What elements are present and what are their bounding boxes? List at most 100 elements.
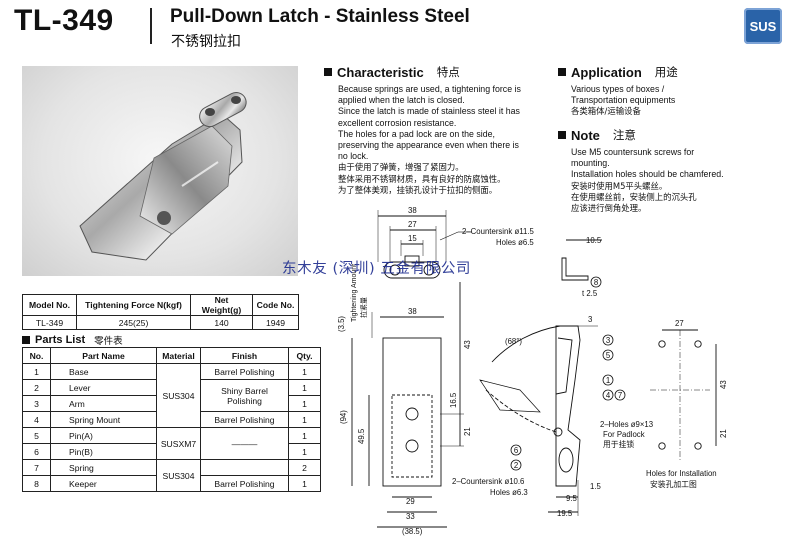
balloon-label: 1 — [606, 376, 610, 385]
balloon-5 — [602, 349, 614, 361]
base-hidden-outline — [391, 394, 433, 478]
dim-text: 9.5 — [566, 494, 578, 503]
characteristic-title: Characteristic — [337, 64, 424, 80]
text-line: Various types of boxes / — [571, 84, 665, 94]
arm-swing-path — [485, 389, 557, 433]
balloon-2 — [510, 459, 522, 471]
text-line: mounting. — [571, 158, 610, 169]
balloon-4 — [602, 389, 614, 401]
latch-photo-illustration — [79, 91, 247, 261]
text-line-cn: 安装时使用M5平头螺丝。 — [571, 180, 668, 191]
dim-text: (68°) — [505, 337, 522, 346]
sus-badge: SUS — [744, 8, 782, 44]
text-line: Transportation equipments — [571, 95, 676, 106]
dim-text: 10.5 — [586, 236, 602, 245]
balloon-label: 4 — [606, 391, 611, 400]
watermark: 东木友 (深圳) 五金有限公司 — [282, 261, 472, 277]
characteristic-text: Because springs are used, a tightening f… — [338, 84, 548, 196]
text-line: Since the latch is made of stainless ste… — [338, 106, 520, 117]
balloon-label: 2 — [514, 461, 518, 470]
dim-text: Tightening Amount — [351, 264, 358, 322]
model-number: TL-349 — [14, 4, 114, 37]
text-line: applied when the latch is closed. — [338, 95, 465, 106]
balloon-6 — [510, 444, 522, 456]
balloon-label: 6 — [514, 446, 518, 455]
dim-text: 49.5 — [357, 428, 366, 444]
install-holes-label-cn: 安装孔加工图 — [650, 479, 697, 489]
balloon-label: 3 — [606, 336, 610, 345]
table-row: 5 Pin(A) SUSXM7 ——— 1 — [22, 427, 321, 460]
balloon-label: 7 — [618, 391, 622, 400]
note-title: Note — [571, 127, 600, 143]
angle-arc-68 — [491, 325, 561, 363]
table-cell: Keeper — [50, 475, 157, 492]
dim-text: 43 — [719, 380, 728, 389]
lever-side-profile — [555, 337, 573, 395]
dim-text: 21 — [719, 429, 728, 438]
table-header: Code No. — [252, 294, 299, 316]
text-line: Use M5 countersunk screws for — [571, 147, 695, 157]
dim-text: 16.5 — [449, 392, 458, 408]
dim-text: 29 — [406, 497, 415, 506]
dim-text: 19.5 — [557, 509, 573, 518]
dim-text: (94) — [339, 410, 348, 424]
install-hole — [694, 442, 702, 450]
bullet-square-icon — [558, 131, 566, 139]
table-row: 3 Arm 1 — [22, 395, 321, 412]
install-hole — [658, 442, 666, 450]
dim-text: 2–Countersink ø11.5 — [462, 227, 534, 236]
finish-cell: Shiny Barrel Polishing — [200, 379, 289, 412]
text-line-cn: 在使用螺丝前，安装侧上的沉头孔 — [571, 191, 697, 202]
padlock-slot — [558, 447, 574, 473]
dim-text: 15 — [408, 234, 417, 243]
header-divider — [150, 8, 152, 44]
finish-line: Polishing — [227, 395, 262, 406]
bullet-square-icon — [558, 68, 566, 76]
dim-text: 2–Holes ø9×13 — [600, 420, 653, 429]
parts-heading: Parts List 零件表 — [22, 333, 123, 347]
dim-text: 27 — [408, 220, 417, 229]
keeper-hook-top — [404, 255, 420, 267]
table-cell: 1949 — [252, 315, 299, 330]
material-cell: SUS304 — [156, 459, 201, 492]
bullet-square-icon — [324, 68, 332, 76]
table-row: TL-349 245(25) 140 1949 — [22, 315, 299, 330]
text-line-cn: 为了整体美观，挂锁孔设计于拉扣的侧面。 — [338, 184, 498, 195]
table-row: 1 Base SUS304 Barrel Polishing 1 — [22, 363, 321, 428]
install-hole — [658, 340, 666, 348]
application-heading: Application 用途 — [558, 64, 678, 80]
table-row: 6 Pin(B) 1 — [22, 443, 321, 460]
dim-text: t 2.5 — [582, 289, 598, 298]
characteristic-title-cn: 特点 — [436, 65, 460, 79]
balloon-1 — [602, 374, 614, 386]
text-line: Installation holes should be chamfered. — [571, 169, 724, 180]
note-title-cn: 注意 — [612, 128, 636, 142]
front-hole-upper — [405, 407, 419, 421]
dim-text: (38.5) — [402, 527, 423, 536]
table-row: 4 Spring Mount Barrel Polishing 1 — [22, 411, 321, 428]
balloon-label: 5 — [606, 351, 611, 360]
dim-text: Holes ø6.3 — [490, 488, 528, 497]
finish-cell: Barrel Polishing — [200, 475, 289, 492]
application-title-cn: 用途 — [654, 65, 678, 79]
text-line: The holes for a pad lock are on the side… — [338, 128, 495, 139]
text-line: excellent corrosion resistance. — [338, 117, 457, 128]
text-line-cn: 由于使用了弹簧，增强了紧固力。 — [338, 162, 464, 173]
keeper-side-view — [561, 257, 589, 281]
latch-front-view — [382, 337, 442, 487]
dim-text: 38 — [408, 206, 417, 215]
pivot-pin — [553, 427, 563, 437]
characteristic-heading: Characteristic 特点 — [324, 64, 460, 80]
dim-text: 1.5 — [590, 482, 602, 491]
keeper-hole-left — [389, 264, 401, 276]
text-line: Because springs are used, a tightening f… — [338, 84, 521, 94]
balloon-label: 8 — [594, 278, 598, 287]
text-line-cn: 整体采用不锈钢材质，具有良好的防腐蚀性。 — [338, 173, 506, 184]
install-holes-label: Holes for Installation — [646, 469, 717, 478]
table-cell: 8 — [22, 475, 51, 492]
product-photo — [22, 66, 298, 276]
balloon-7 — [614, 389, 626, 401]
open-lever-outline — [479, 379, 541, 413]
dim-text: For Padlock — [603, 430, 645, 439]
